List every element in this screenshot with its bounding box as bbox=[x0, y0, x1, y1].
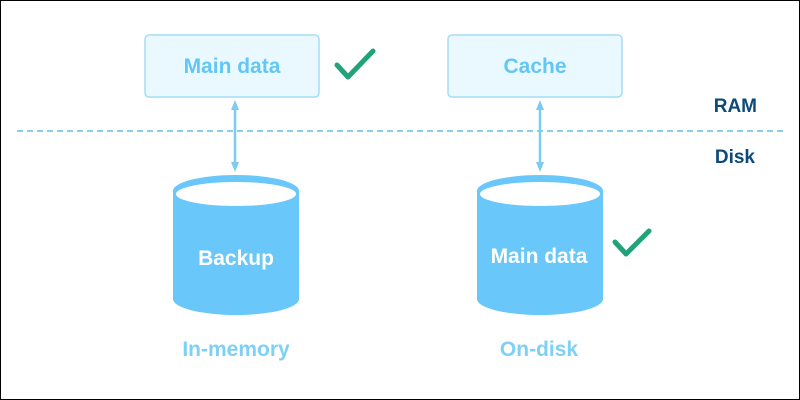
disk-zone-label: Disk bbox=[715, 147, 756, 168]
right-ram-box-label: Cache bbox=[503, 55, 566, 78]
left-caption: In-memory bbox=[182, 338, 290, 361]
right-database-label: Main data bbox=[491, 245, 588, 268]
left-database-label: Backup bbox=[198, 247, 274, 270]
ram-zone-label: RAM bbox=[714, 96, 757, 117]
left-database-icon bbox=[173, 175, 299, 315]
on-disk-architecture: Cache Main data On-disk bbox=[447, 34, 652, 361]
right-ram-box bbox=[447, 34, 623, 98]
right-caption: On-disk bbox=[500, 338, 578, 361]
right-database-icon bbox=[477, 175, 603, 315]
in-memory-architecture: Main data Backup In-memory bbox=[144, 34, 376, 361]
left-ram-box bbox=[144, 34, 320, 98]
left-check-icon bbox=[334, 48, 376, 80]
right-check-icon bbox=[612, 228, 652, 257]
left-ram-box-label: Main data bbox=[184, 55, 281, 78]
